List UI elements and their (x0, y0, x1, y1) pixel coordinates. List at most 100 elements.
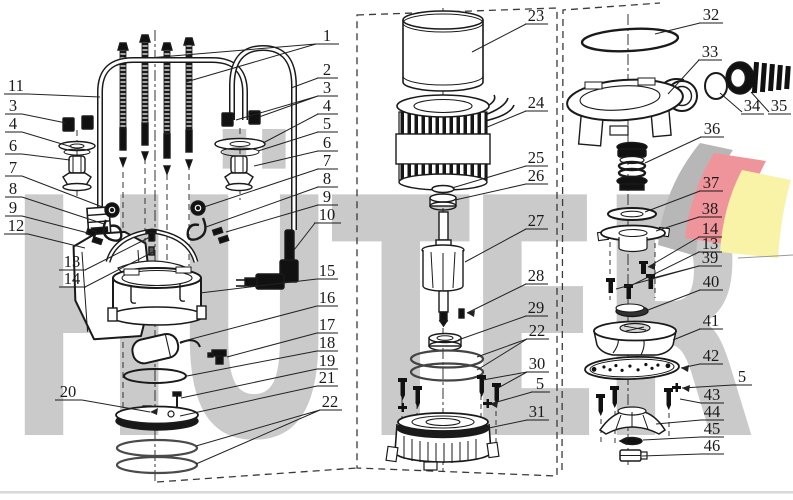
bearing-lower (428, 332, 462, 352)
callout-6: 6 (323, 133, 331, 152)
callout-5-right: 5 (738, 367, 746, 386)
callout-46: 46 (704, 436, 721, 455)
callout-45: 45 (704, 419, 721, 438)
callout-34: 34 (744, 96, 761, 115)
callout-32: 32 (703, 5, 720, 24)
callout-40: 40 (703, 272, 720, 291)
callout-25: 25 (528, 148, 545, 167)
callout-16: 16 (319, 288, 336, 307)
left-assembly (58, 34, 299, 475)
callout-30: 30 (529, 354, 546, 373)
callout-1: 1 (323, 26, 331, 45)
capacitor-wire (179, 339, 201, 348)
callout-5: 5 (323, 114, 331, 133)
callout-13: 13 (64, 252, 81, 271)
callout-20: 20 (60, 382, 77, 401)
flag-yellow-band (720, 170, 791, 258)
seal-ring-34 (704, 72, 728, 100)
hose-connector (725, 61, 791, 95)
callout-9: 9 (323, 187, 331, 206)
callout-6-left: 6 (9, 136, 17, 155)
stud-bolts (117, 34, 195, 176)
pump-base (385, 412, 500, 471)
callout-4: 4 (323, 96, 331, 115)
scan-edge (0, 491, 793, 494)
callout-42: 42 (703, 346, 720, 365)
callout-22-middle: 22 (529, 321, 546, 340)
callout-8: 8 (323, 169, 331, 188)
callout-28: 28 (528, 266, 545, 285)
impeller (598, 406, 667, 435)
callout-17: 17 (319, 315, 336, 334)
callout-21: 21 (319, 368, 336, 387)
callout-underlines (4, 22, 791, 455)
oring-18 (123, 368, 187, 384)
middle-assembly (385, 10, 515, 471)
callout-41: 41 (703, 311, 720, 330)
bearing-upper (429, 193, 457, 211)
oring-32 (580, 27, 680, 53)
brand-flag-logo (658, 143, 793, 259)
stator (395, 94, 515, 191)
callout-33: 33 (702, 42, 719, 61)
callout-3: 3 (323, 78, 331, 97)
callout-24: 24 (528, 93, 545, 112)
motor-cover (107, 266, 207, 326)
callout-numbers: 11 3 4 6 7 8 9 12 1 2 3 4 5 6 7 8 9 10 1… (8, 5, 788, 455)
washer-37 (607, 207, 657, 221)
capacitor (131, 332, 180, 365)
callout-3-left: 3 (9, 96, 17, 115)
callout-10: 10 (319, 205, 336, 224)
callout-5-middle: 5 (536, 374, 544, 393)
callout-2: 2 (323, 60, 331, 79)
leader-arrowheads (150, 263, 690, 415)
callout-35: 35 (771, 96, 788, 115)
power-cord (236, 229, 299, 290)
small-fitting (207, 349, 227, 365)
callout-37: 37 (703, 173, 720, 192)
diffuser (593, 320, 677, 356)
bail-handle-left (97, 57, 248, 213)
callout-22-left: 22 (322, 392, 339, 411)
volute-cover (566, 77, 698, 147)
callout-27: 27 (528, 211, 545, 230)
middle-box (356, 7, 558, 477)
callout-8-left: 8 (9, 179, 17, 198)
pad-fasteners-left (58, 115, 96, 192)
shaft-key (458, 308, 465, 319)
callout-31: 31 (529, 402, 546, 421)
disc-40 (615, 303, 649, 318)
dashed-boxes (156, 2, 661, 483)
callout-13-right: 13 (702, 234, 719, 253)
callout-39: 39 (702, 248, 719, 267)
callout-11: 11 (8, 76, 24, 95)
mechanical-seal (616, 141, 648, 191)
callout-29: 29 (528, 298, 545, 317)
callout-7-left: 7 (9, 158, 17, 177)
callout-9-left: 9 (9, 198, 17, 217)
callout-14-right: 14 (702, 219, 719, 238)
callout-4-left: 4 (9, 114, 17, 133)
callout-26: 26 (528, 166, 545, 185)
callout-18: 18 (319, 333, 336, 352)
callout-38: 38 (702, 199, 719, 218)
right-box-border (561, 2, 661, 471)
callout-36: 36 (704, 119, 721, 138)
callout-12: 12 (8, 216, 25, 235)
callout-14: 14 (64, 269, 81, 288)
right-assembly (566, 27, 791, 462)
orings-22-left (115, 438, 199, 475)
wear-plate (584, 355, 680, 381)
grommet-hook-right (186, 200, 230, 244)
callout-19: 19 (319, 351, 336, 370)
washer-45 (618, 436, 643, 446)
screws-43 (596, 383, 681, 416)
callout-15: 15 (319, 261, 336, 280)
spring-washer (431, 184, 455, 194)
leader-lines (21, 22, 770, 465)
rotor-shaft (421, 211, 465, 328)
grommet-hook-left (85, 202, 123, 246)
motor-casing (402, 10, 484, 92)
seal-seat (596, 224, 671, 253)
